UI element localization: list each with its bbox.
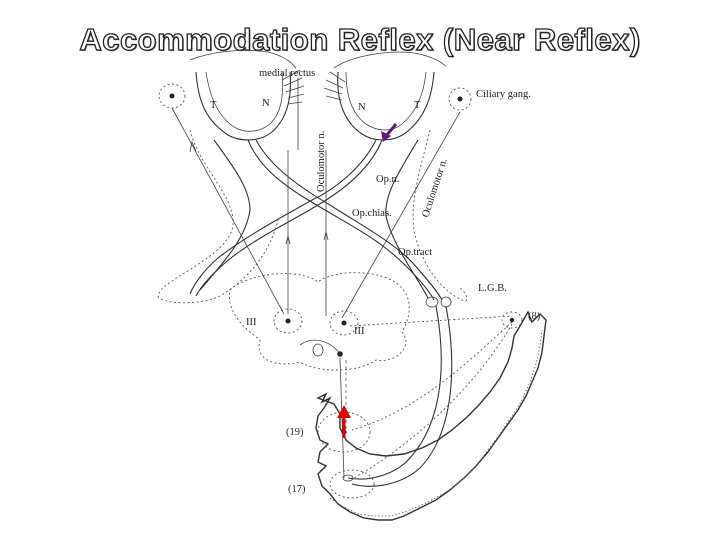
right-eye [323,51,447,141]
oculomotor-nucleus-right [329,310,359,336]
right-optic-outline [412,129,468,302]
area-8-region [501,311,523,329]
lgb-structure [425,296,452,308]
pretectal-center [299,339,343,357]
label-oculomotor-right: Oculomotor n. [420,157,449,219]
label-n-right: N [358,102,366,113]
red-arrow [337,405,351,438]
label-area-19: (19) [286,427,304,438]
label-t-right: T [414,100,421,111]
slide-title: Accommodation Reflex (Near Reflex) [79,21,641,57]
optic-pathways [189,139,443,301]
label-area-8: (8) [528,311,541,322]
occipital-cortex [315,310,547,521]
label-t-left: T [210,100,217,111]
label-lgb: L.G.B. [478,283,507,294]
label-iii-right: III [354,326,365,337]
ciliary-ganglion-right [448,87,472,111]
label-n-left: N [262,98,270,109]
left-optic-outline [157,129,279,304]
label-area-17: (17) [288,484,306,495]
ciliary-ganglion-left [158,83,186,109]
oculomotor-fibers [171,78,461,319]
label-ciliary-gang: Ciliary gang. [476,89,531,100]
label-medial-rectus: medial rectus [259,68,315,79]
label-oculomotor-left: Oculomotor n. [316,131,327,192]
label-iii-left: III [246,317,257,328]
oculomotor-nucleus-left [273,308,303,334]
purple-arrow [381,123,398,142]
frontal-eye-pathway [349,315,513,327]
area-17-region [329,469,375,499]
label-op-chias: Op.chias. [352,208,392,219]
label-op-tract: Op.tract [398,247,432,258]
midbrain-outline [228,272,410,371]
label-op-n: Op.n. [376,174,399,185]
left-eye [189,50,305,141]
